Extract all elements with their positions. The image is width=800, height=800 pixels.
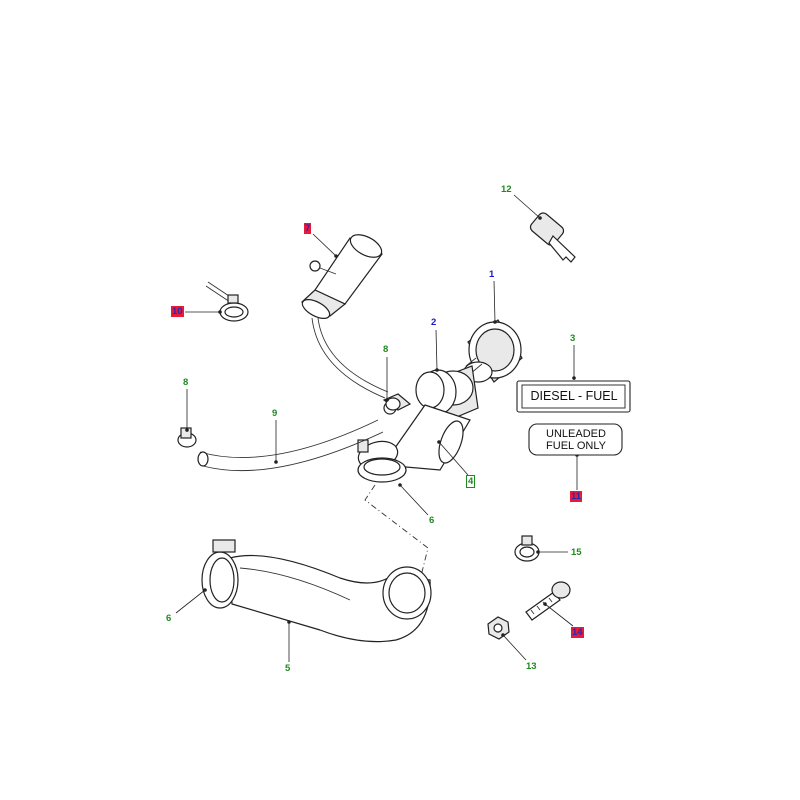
callout-12: 12 bbox=[501, 184, 512, 195]
callout-2: 2 bbox=[431, 317, 437, 328]
unleaded-label-line2: FUEL ONLY bbox=[546, 440, 606, 452]
callout-1: 1 bbox=[489, 269, 495, 280]
leader-lines bbox=[175, 194, 578, 662]
clip-center-part bbox=[385, 397, 401, 411]
callout-15: 15 bbox=[571, 547, 582, 558]
cable-tie-part bbox=[205, 281, 249, 322]
callout-7: 7 bbox=[304, 223, 312, 234]
clip-left-part bbox=[177, 427, 197, 448]
breather-hose-part bbox=[197, 419, 384, 472]
callout-13: 13 bbox=[526, 661, 537, 672]
callout-6-lower: 6 bbox=[166, 613, 172, 624]
filler-hose-part bbox=[201, 539, 432, 643]
callout-10: 10 bbox=[171, 306, 184, 317]
callout-6-upper: 6 bbox=[429, 515, 435, 526]
callout-14: 14 bbox=[571, 627, 584, 638]
callout-8-center: 8 bbox=[383, 344, 389, 355]
key-part bbox=[529, 212, 576, 263]
callout-4: 4 bbox=[466, 475, 476, 488]
breather-tube-part bbox=[300, 234, 389, 399]
hose-clip-upper-part bbox=[357, 439, 407, 483]
callout-11: 11 bbox=[570, 491, 583, 502]
callout-5: 5 bbox=[285, 663, 291, 674]
filler-neck-part bbox=[357, 365, 479, 471]
callout-8-left: 8 bbox=[183, 377, 189, 388]
unleaded-label-text: UNLEADED FUEL ONLY bbox=[533, 428, 619, 452]
callout-3: 3 bbox=[570, 333, 576, 344]
bolt-part bbox=[525, 581, 571, 621]
hose-clip-small-part bbox=[514, 535, 540, 562]
callout-9: 9 bbox=[272, 408, 278, 419]
leader-dots bbox=[185, 216, 579, 637]
unleaded-label-line1: UNLEADED bbox=[546, 428, 606, 440]
nut-part bbox=[487, 616, 510, 640]
diesel-label-text: DIESEL - FUEL bbox=[524, 389, 624, 404]
